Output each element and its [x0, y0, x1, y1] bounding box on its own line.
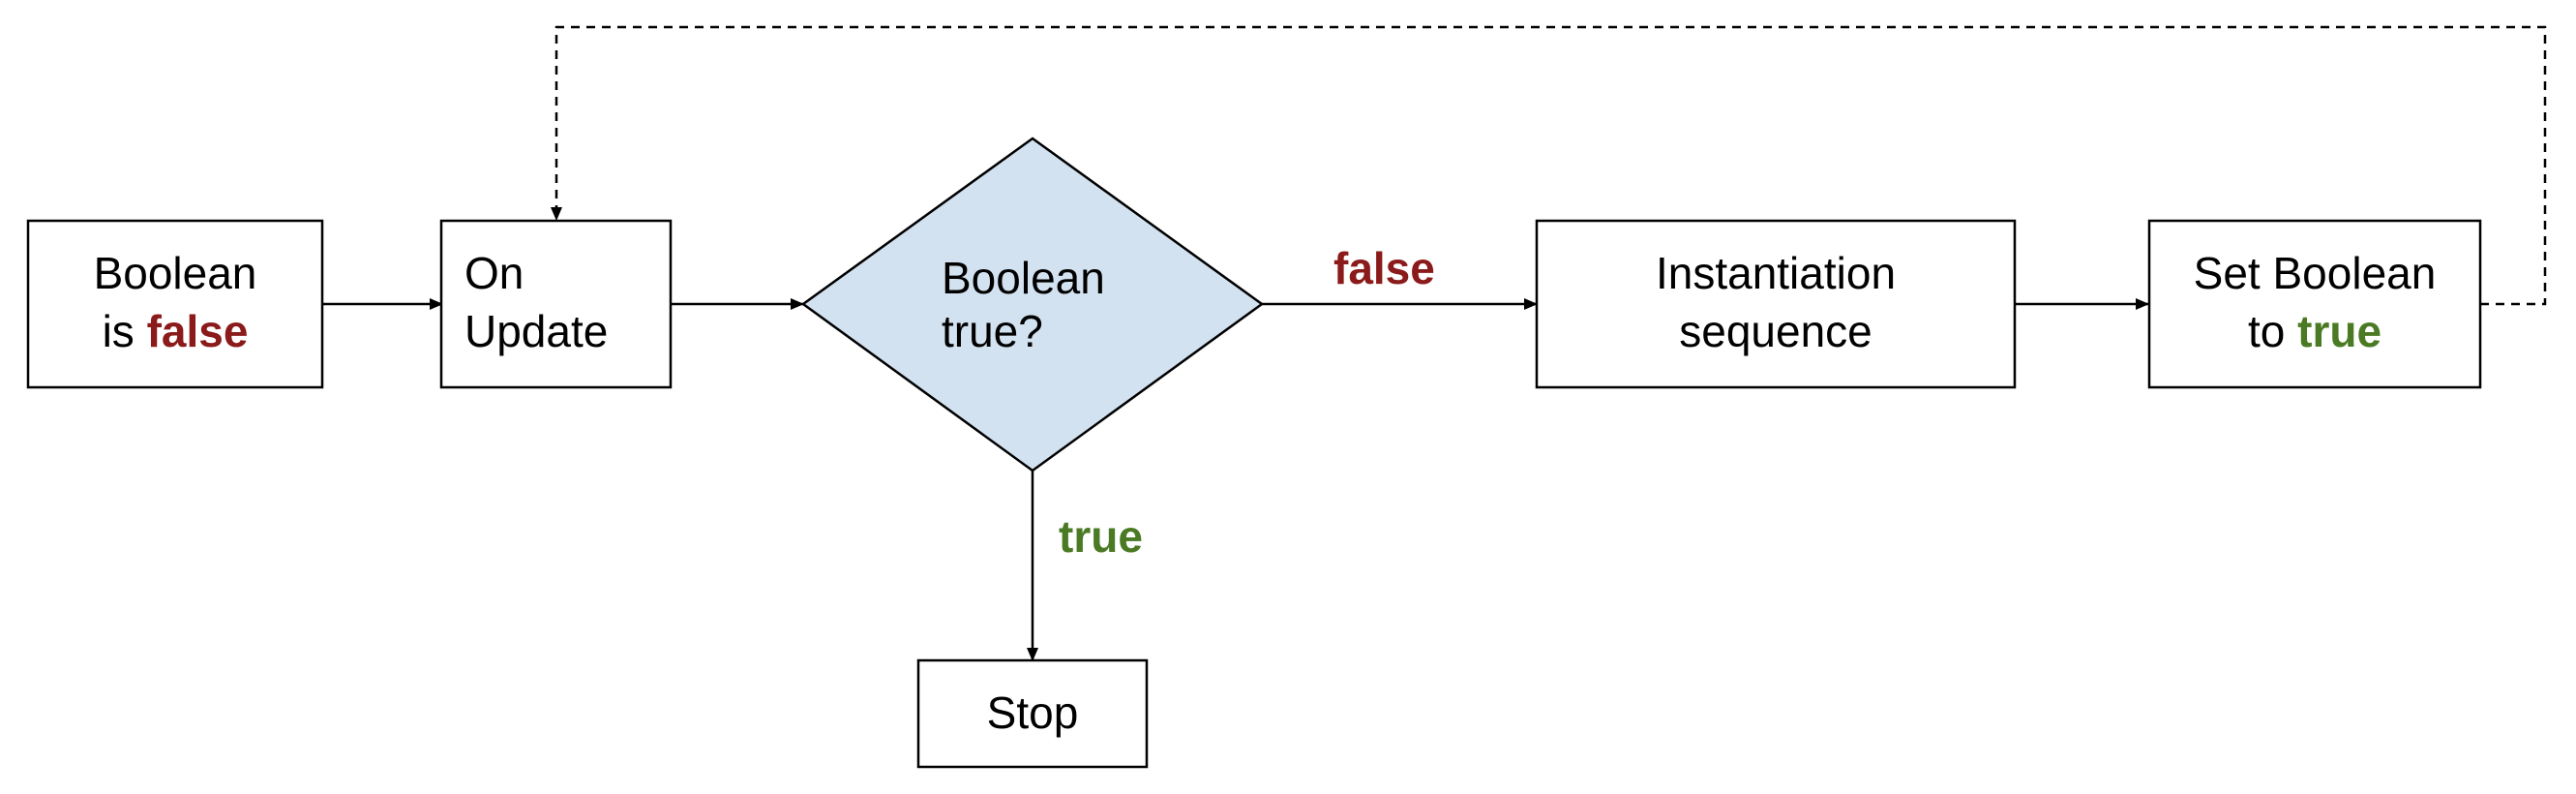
- svg-text:to true: to true: [2248, 306, 2381, 356]
- node-set-boolean-keyword-true: true: [2297, 306, 2381, 356]
- node-instantiation-line2: sequence: [1679, 306, 1872, 356]
- node-stop: Stop: [916, 658, 1149, 769]
- node-decision-boolean-true: Boolean true?: [800, 137, 1265, 473]
- edge-label-false: false: [1333, 243, 1435, 293]
- node-stop-label: Stop: [987, 687, 1079, 738]
- node-instantiation-sequence: Instantiation sequence: [1535, 219, 2017, 389]
- node-set-boolean-line1: Set Boolean: [2194, 248, 2437, 298]
- node-on-update-line2: Update: [464, 306, 608, 356]
- node-start-line2-prefix: is: [103, 306, 147, 356]
- svg-text:Boolean: Boolean: [94, 248, 257, 298]
- edge-label-true: true: [1059, 511, 1143, 562]
- node-on-update-line1: On: [464, 248, 524, 298]
- node-on-update: On Update: [439, 219, 673, 389]
- node-boolean-is-false: Boolean is false: [26, 219, 324, 389]
- node-decision-line2: true?: [942, 306, 1043, 356]
- node-instantiation-line1: Instantiation: [1656, 248, 1896, 298]
- edge-loop-back-dashed: [551, 25, 2547, 306]
- node-set-boolean-to-true: Set Boolean to true: [2147, 219, 2482, 389]
- node-set-boolean-line2-prefix: to: [2248, 306, 2297, 356]
- node-decision-line1: Boolean: [942, 253, 1105, 303]
- node-start-line1: Boolean: [94, 248, 257, 298]
- svg-text:is false: is false: [103, 306, 249, 356]
- node-start-keyword-false: false: [147, 306, 249, 356]
